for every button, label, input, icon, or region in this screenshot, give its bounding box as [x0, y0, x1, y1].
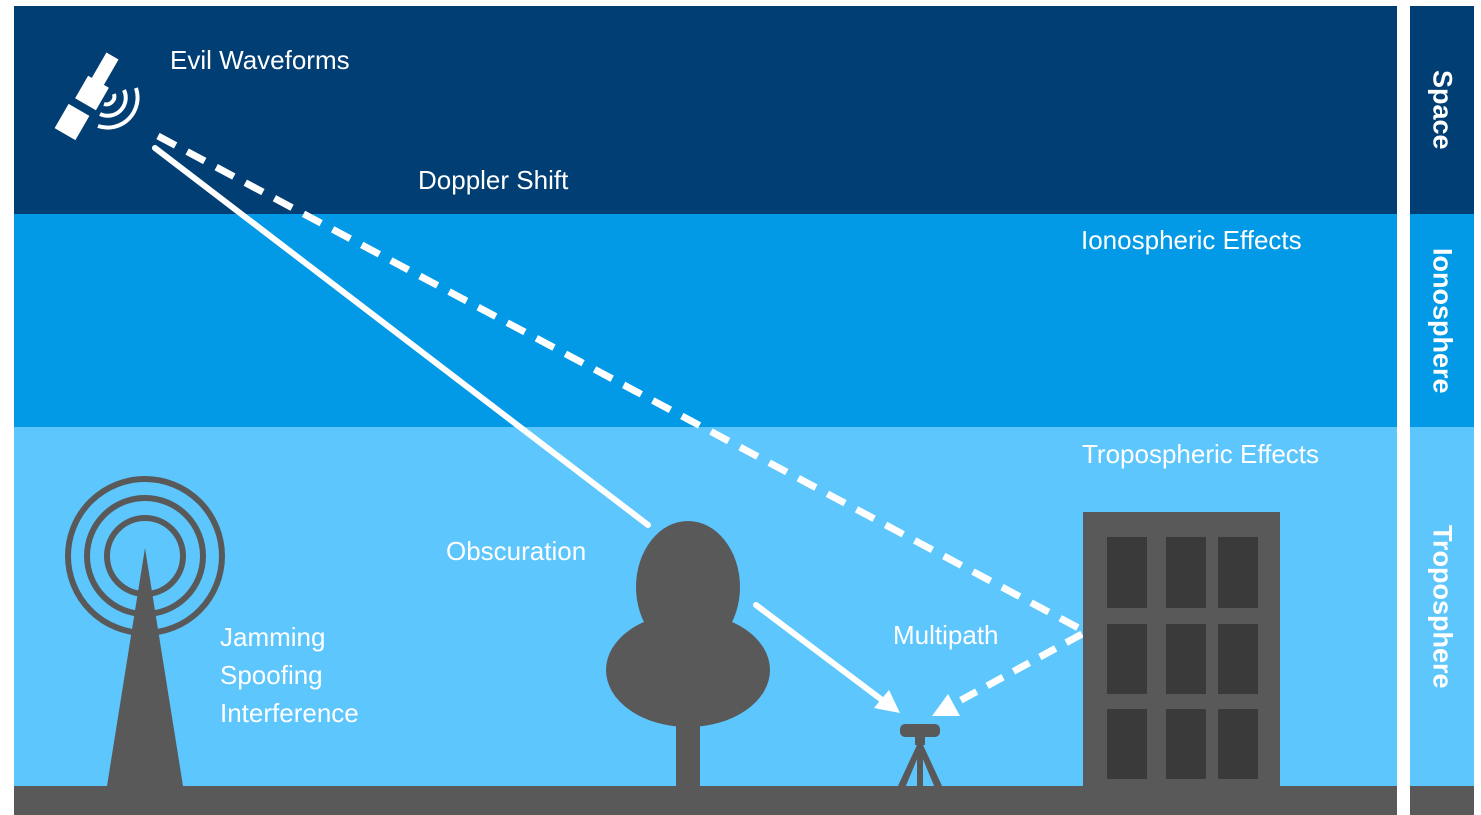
label-spoofing: Spoofing [220, 660, 323, 690]
label-multipath: Multipath [893, 620, 999, 650]
label-tropospheric-effects: Tropospheric Effects [1082, 439, 1319, 469]
building-icon [1083, 512, 1280, 787]
ground [14, 786, 1397, 815]
side-ground [1410, 786, 1474, 815]
side-band-space: Space [1410, 6, 1474, 214]
side-band-ionosphere: Ionosphere [1410, 214, 1474, 427]
label-obscuration: Obscuration [446, 536, 587, 566]
obscured-signal-arrow [753, 602, 885, 703]
direct-signal-path [152, 145, 651, 528]
label-ionospheric-effects: Ionospheric Effects [1081, 225, 1302, 255]
space-layer [14, 6, 1397, 214]
label-interference: Interference [220, 698, 359, 728]
multipath-signal-arrowhead [932, 694, 960, 716]
layer-label-ionosphere: Ionosphere [1427, 247, 1458, 394]
obscured-signal-arrowhead [874, 690, 900, 713]
multipath-signal-arrow [950, 630, 1084, 709]
tree-icon [606, 521, 770, 788]
radio-tower-icon [65, 476, 225, 786]
side-band-troposphere: Troposphere [1410, 427, 1474, 786]
reflected-signal-path [156, 132, 1088, 636]
layer-label-troposphere: Troposphere [1427, 524, 1458, 689]
ionosphere-layer [14, 214, 1397, 427]
label-doppler-shift: Doppler Shift [418, 165, 569, 195]
label-evil-waveforms: Evil Waveforms [170, 45, 350, 75]
label-jamming: Jamming [220, 622, 326, 652]
satellite-icon [54, 52, 140, 141]
layer-label-space: Space [1427, 70, 1458, 150]
gnss-receiver-icon [897, 724, 943, 788]
